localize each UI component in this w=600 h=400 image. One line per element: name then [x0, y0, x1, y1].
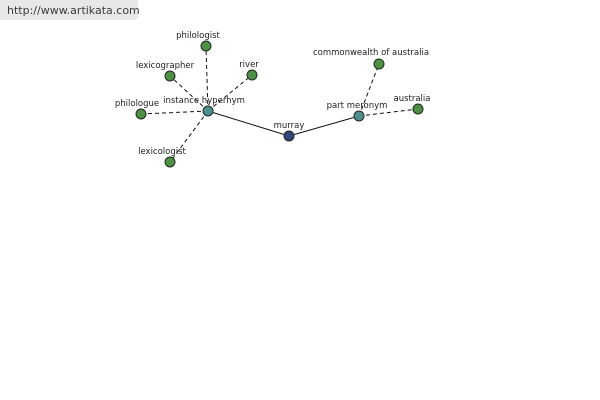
root-node-murray[interactable] [283, 130, 295, 142]
edge-instance-hyperhym-philologist [205, 45, 209, 112]
leaf-node-lexicologist[interactable] [164, 156, 176, 168]
leaf-node-lexicographer[interactable] [164, 70, 176, 82]
leaf-node-philologue[interactable] [135, 108, 147, 120]
edge-instance-hyperhym-lexicologist [169, 110, 209, 163]
label-lexicologist[interactable]: lexicologist [138, 147, 186, 157]
label-philologist[interactable]: philologist [176, 31, 220, 41]
label-australia[interactable]: australia [394, 94, 431, 104]
leaf-node-commonwealth-of-australia[interactable] [373, 58, 385, 70]
label-murray[interactable]: murray [274, 121, 305, 131]
edge-instance-hyperhym-river [207, 74, 253, 112]
label-philologue[interactable]: philologue [115, 99, 159, 109]
leaf-node-river[interactable] [246, 69, 258, 81]
edge-instance-hyperhym-philologue [140, 110, 209, 115]
edge-murray-instance-hyperhym [207, 110, 290, 137]
label-part-meronym[interactable]: part meronym [327, 101, 388, 111]
label-river[interactable]: river [239, 60, 259, 70]
edge-instance-hyperhym-lexicographer [169, 75, 209, 112]
relation-node-part-meronym[interactable] [353, 110, 365, 122]
watermark-banner: http://www.artikata.com [0, 0, 140, 20]
edge-part-meronym-australia [358, 108, 419, 117]
leaf-node-australia[interactable] [412, 103, 424, 115]
label-lexicographer[interactable]: lexicographer [136, 61, 195, 71]
label-instance-hyperhym[interactable]: instance hyperhym [163, 96, 245, 106]
edge-part-meronym-commonwealth-of-australia [358, 63, 380, 117]
edge-murray-part-meronym [288, 115, 360, 137]
relation-node-instance-hyperhym[interactable] [202, 105, 214, 117]
leaf-node-philologist[interactable] [200, 40, 212, 52]
label-commonwealth-of-australia[interactable]: commonwealth of australia [313, 48, 429, 58]
watermark-url[interactable]: http://www.artikata.com [7, 4, 140, 17]
